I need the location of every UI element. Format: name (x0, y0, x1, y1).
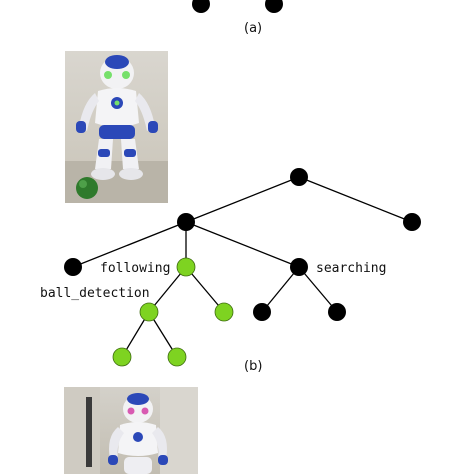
edge-searching-left (261, 266, 300, 313)
label-searching: searching (316, 261, 386, 276)
edge-following-balldetection (148, 266, 187, 313)
tree-a-partial (192, 0, 283, 13)
node-searching-right (328, 303, 346, 321)
tree-b: following searching ball_detection (40, 168, 421, 367)
caption-b: (b) (244, 359, 263, 374)
photo-robot-crouch (64, 387, 198, 474)
caption-a: (a) (244, 21, 263, 36)
edge-mid-searching (185, 221, 300, 268)
robot-crouch-illustration (64, 387, 198, 474)
label-ball-detection: ball_detection (40, 286, 150, 301)
photo-robot-ball (65, 51, 168, 203)
node-root (290, 168, 308, 186)
edge-root-right (298, 176, 413, 223)
node-mid (177, 213, 195, 231)
node-ball-detection (139, 302, 159, 322)
node-balldetection-left (112, 347, 132, 367)
edge-searching-right (298, 266, 338, 313)
node-balldetection-right (167, 347, 187, 367)
node-searching-left (253, 303, 271, 321)
robot-ball-illustration (65, 51, 168, 203)
edge-root-mid (185, 176, 300, 223)
node-following (176, 257, 196, 277)
label-following: following (100, 261, 170, 276)
node-searching (290, 258, 308, 276)
tree-b-edges (72, 176, 413, 358)
tree-a-node-right (265, 0, 283, 13)
edge-mid-left (72, 221, 187, 268)
edge-following-right (185, 266, 225, 313)
node-left (64, 258, 82, 276)
node-following-right (214, 302, 234, 322)
node-right (403, 213, 421, 231)
tree-a-node-left (192, 0, 210, 13)
